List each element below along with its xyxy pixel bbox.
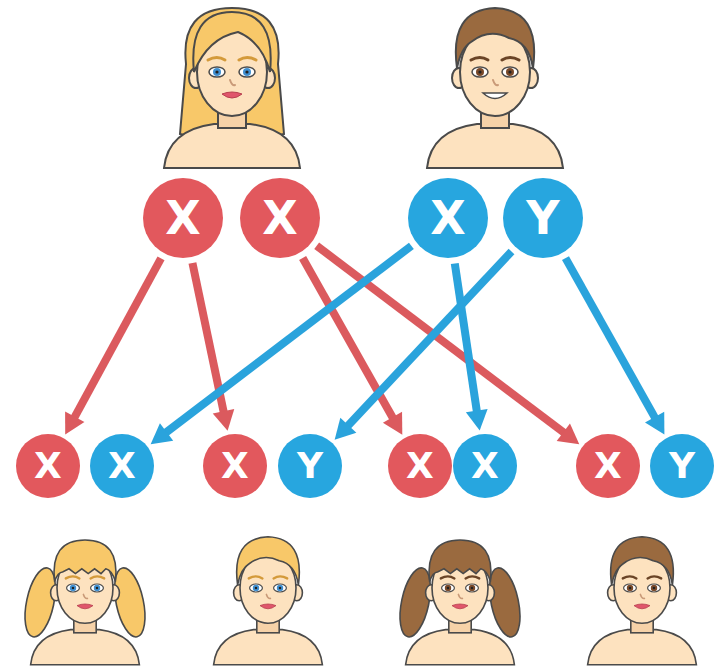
chromosome-circle: X — [408, 178, 488, 258]
chromosome-letter: X — [165, 195, 200, 241]
inheritance-arrow — [317, 246, 580, 445]
arrow-shaft — [347, 252, 512, 427]
chromosome-letter: Y — [669, 448, 695, 484]
chromosome-letter: Y — [526, 195, 559, 241]
inheritance-arrow — [303, 258, 403, 435]
inheritance-arrow — [565, 258, 664, 434]
chromosome-circle: X — [203, 434, 267, 498]
arrow-head — [335, 418, 357, 440]
arrow-shaft — [565, 258, 655, 419]
arrow-head — [466, 409, 488, 430]
arrow-head — [645, 412, 664, 435]
chromosome-letter: X — [430, 195, 465, 241]
chromosome-circle: X — [240, 178, 320, 258]
arrow-shaft — [317, 246, 565, 434]
chromosome-circle: X — [143, 178, 223, 258]
chromosome-circle: Y — [503, 178, 583, 258]
chromosome-letter: X — [34, 448, 62, 484]
arrow-shaft — [74, 258, 161, 418]
chromosome-circle: Y — [650, 434, 714, 498]
inheritance-arrow — [455, 263, 488, 430]
arrow-head — [65, 412, 84, 435]
chromosome-circle: Y — [278, 434, 342, 498]
arrow-head — [213, 409, 235, 431]
chromosome-letter: X — [594, 448, 622, 484]
chromosome-circle: X — [90, 434, 154, 498]
arrow-head — [151, 423, 174, 444]
arrow-shaft — [165, 246, 411, 433]
inheritance-arrow — [65, 258, 161, 434]
chromosome-letter: X — [108, 448, 136, 484]
arrow-shaft — [455, 263, 477, 412]
inheritance-arrow — [151, 246, 412, 444]
chromosome-circle: X — [16, 434, 80, 498]
chromosome-letter: X — [262, 195, 297, 241]
chromosome-letter: X — [406, 448, 434, 484]
chromosome-letter: X — [471, 448, 499, 484]
inheritance-arrow — [335, 252, 512, 440]
arrow-head — [557, 423, 580, 444]
chromosome-letter: X — [221, 448, 249, 484]
chromosome-circle: X — [388, 434, 452, 498]
chromosome-circle: X — [576, 434, 640, 498]
chromosome-letter: Y — [297, 448, 323, 484]
chromosome-circle: X — [453, 434, 517, 498]
arrow-head — [383, 412, 402, 435]
